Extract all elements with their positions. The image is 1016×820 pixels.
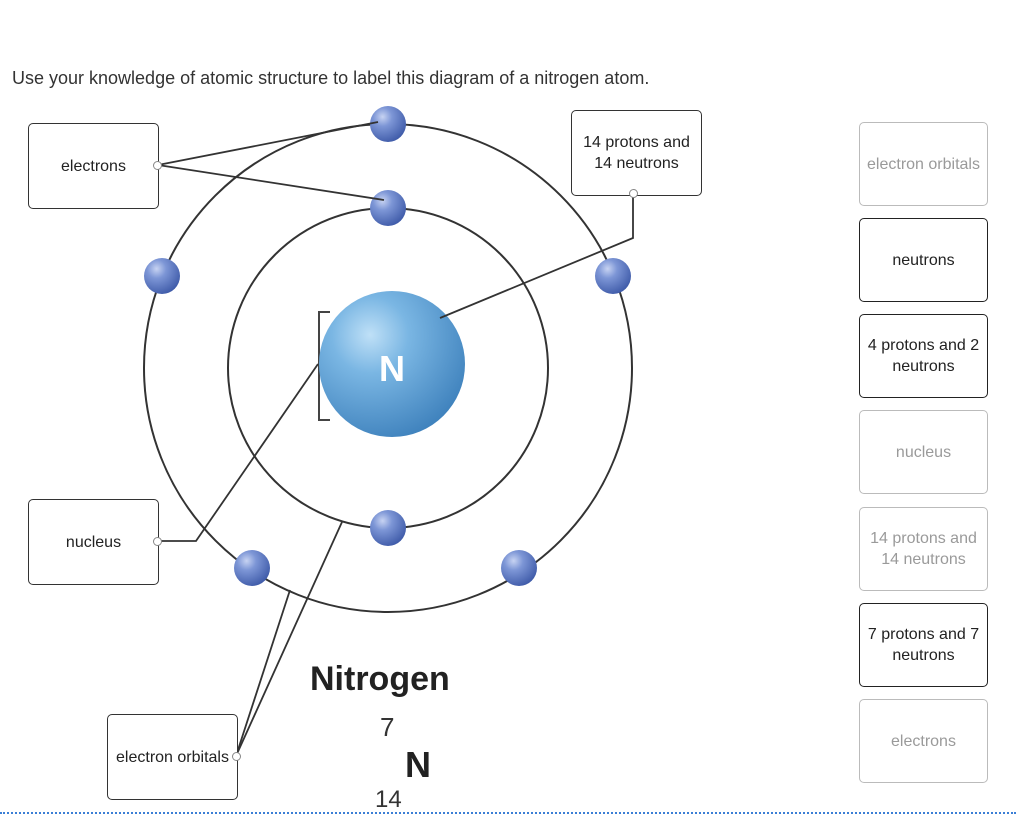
drop-zone-label: 14 protons and 14 neutrons [583,134,690,172]
bank-label-text: nucleus [895,443,952,461]
bank-label-4-protons-2-neutrons[interactable]: 4 protons and 2 neutrons [859,314,988,398]
bank-label-text: 7 protons and 7 neutrons [867,626,980,664]
mass-number: 14 [375,786,402,813]
drop-zone-electron-orbitals[interactable]: electron orbitals [107,714,238,800]
bank-label-7-protons-7-neutrons[interactable]: 7 protons and 7 neutrons [859,603,988,687]
element-name: Nitrogen [310,660,450,698]
drop-zone-pin [153,161,162,170]
drop-zone-label: nucleus [65,533,122,551]
bank-label-nucleus[interactable]: nucleus [859,410,988,494]
electron [370,190,406,226]
electron [501,550,537,586]
drop-zone-label: electron orbitals [116,748,229,766]
bank-label-text: neutrons [892,251,955,269]
nucleus-sphere [319,291,465,437]
nucleus-bracket [318,311,330,421]
drop-zone-pin [629,189,638,198]
drop-zone-pin [232,752,241,761]
electron [144,258,180,294]
drop-zone-protons-neutrons[interactable]: 14 protons and 14 neutrons [571,110,702,196]
electron [370,106,406,142]
instruction-text: Use your knowledge of atomic structure t… [12,68,650,88]
bank-label-text: 14 protons and 14 neutrons [870,530,977,568]
drop-zone-pin [153,537,162,546]
electron [370,510,406,546]
bank-label-neutrons[interactable]: neutrons [859,218,988,302]
drop-zone-nucleus[interactable]: nucleus [28,499,159,585]
leader-lines [157,121,634,757]
element-symbol: N [405,744,431,785]
electron [595,258,631,294]
bank-label-text: electron orbitals [867,155,980,173]
bank-label-electrons[interactable]: electrons [859,699,988,783]
atomic-number: 7 [380,712,395,742]
bank-label-electron-orbitals[interactable]: electron orbitals [859,122,988,206]
bank-label-text: 4 protons and 2 neutrons [867,337,980,375]
nucleus-symbol: N [379,348,405,389]
drop-zone-electrons[interactable]: electrons [28,123,159,209]
bank-label-text: electrons [891,732,956,750]
bank-label-14-protons-14-neutrons[interactable]: 14 protons and 14 neutrons [859,507,988,591]
electron [234,550,270,586]
drop-zone-label: electrons [61,157,126,175]
dotted-divider [0,812,1016,814]
